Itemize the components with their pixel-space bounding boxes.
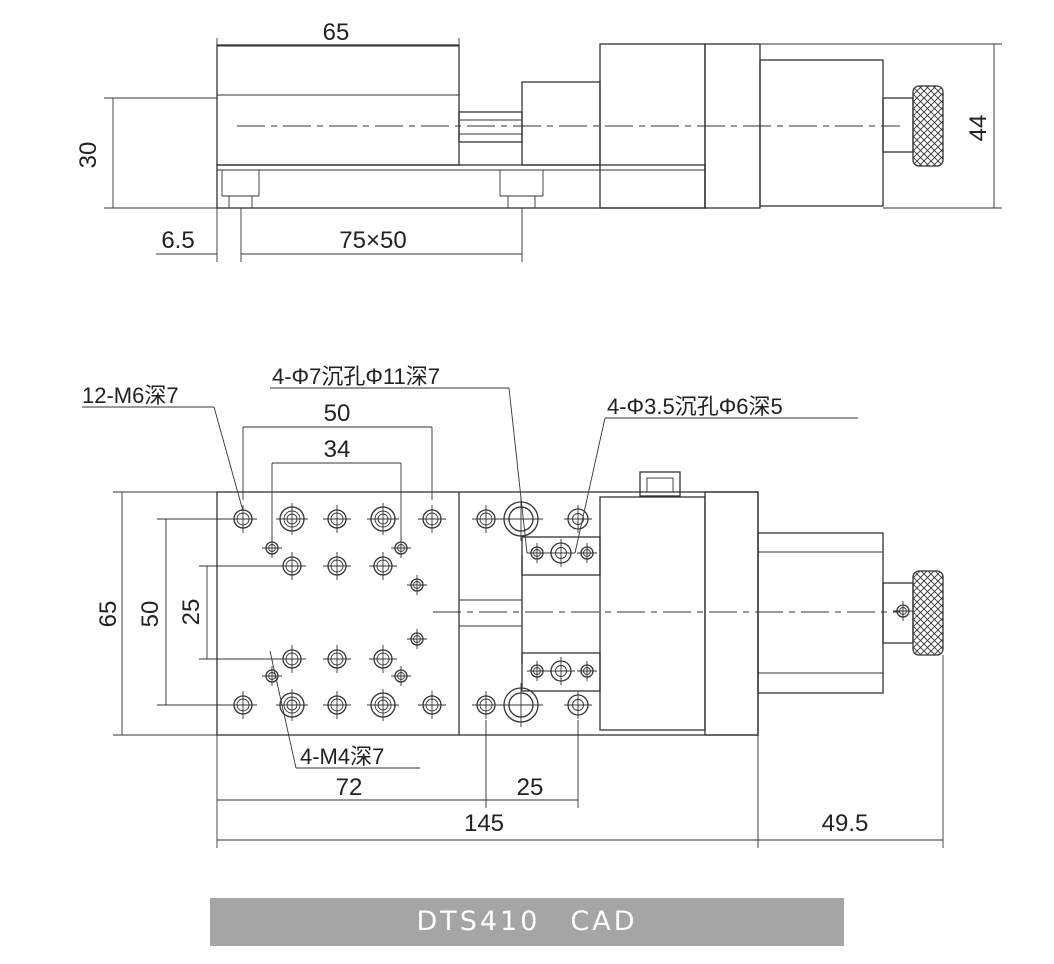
carriage [216, 44, 460, 166]
base [216, 164, 706, 209]
motor-body [759, 59, 884, 207]
dim-44: 44 [965, 115, 992, 142]
knob [912, 85, 944, 167]
plan-motor [599, 496, 706, 731]
note-counterbore-3-5: 4-Φ3.5沉孔Φ6深5 [607, 394, 783, 419]
title-bar: DTS410 CAD [210, 898, 844, 946]
dim-72: 72 [336, 774, 363, 801]
dim-6-5: 6.5 [161, 227, 194, 254]
phi-3-5-hole [563, 504, 593, 534]
dim-65-left: 65 [95, 601, 122, 628]
dim-145: 145 [464, 810, 504, 837]
note-counterbore-7: 4-Φ7沉孔Φ11深7 [272, 364, 440, 389]
note-m6: 12-M6深7 [82, 383, 179, 408]
dim-25-left: 25 [178, 599, 205, 626]
counterbore-hole [498, 496, 544, 542]
dim-49-5: 49.5 [822, 810, 869, 837]
dim-75x50: 75×50 [339, 227, 406, 254]
m4-hole [261, 537, 283, 559]
dim-25-bottom: 25 [517, 774, 544, 801]
dim-30: 30 [75, 142, 102, 169]
lead-screw [458, 111, 523, 143]
dim-65-top: 65 [323, 19, 350, 46]
dim-50-top: 50 [324, 400, 351, 427]
side-view: 65 30 44 6.5 75×50 [75, 19, 1002, 262]
m6-hole [228, 504, 258, 534]
dim-50-left: 50 [137, 601, 164, 628]
dim-34: 34 [324, 436, 351, 463]
note-m4: 4-M4深7 [300, 744, 384, 769]
plan-knob [912, 570, 944, 656]
end-block [521, 81, 601, 166]
plan-view: 50 34 65 50 25 72 25 145 49.5 1 [82, 364, 944, 848]
